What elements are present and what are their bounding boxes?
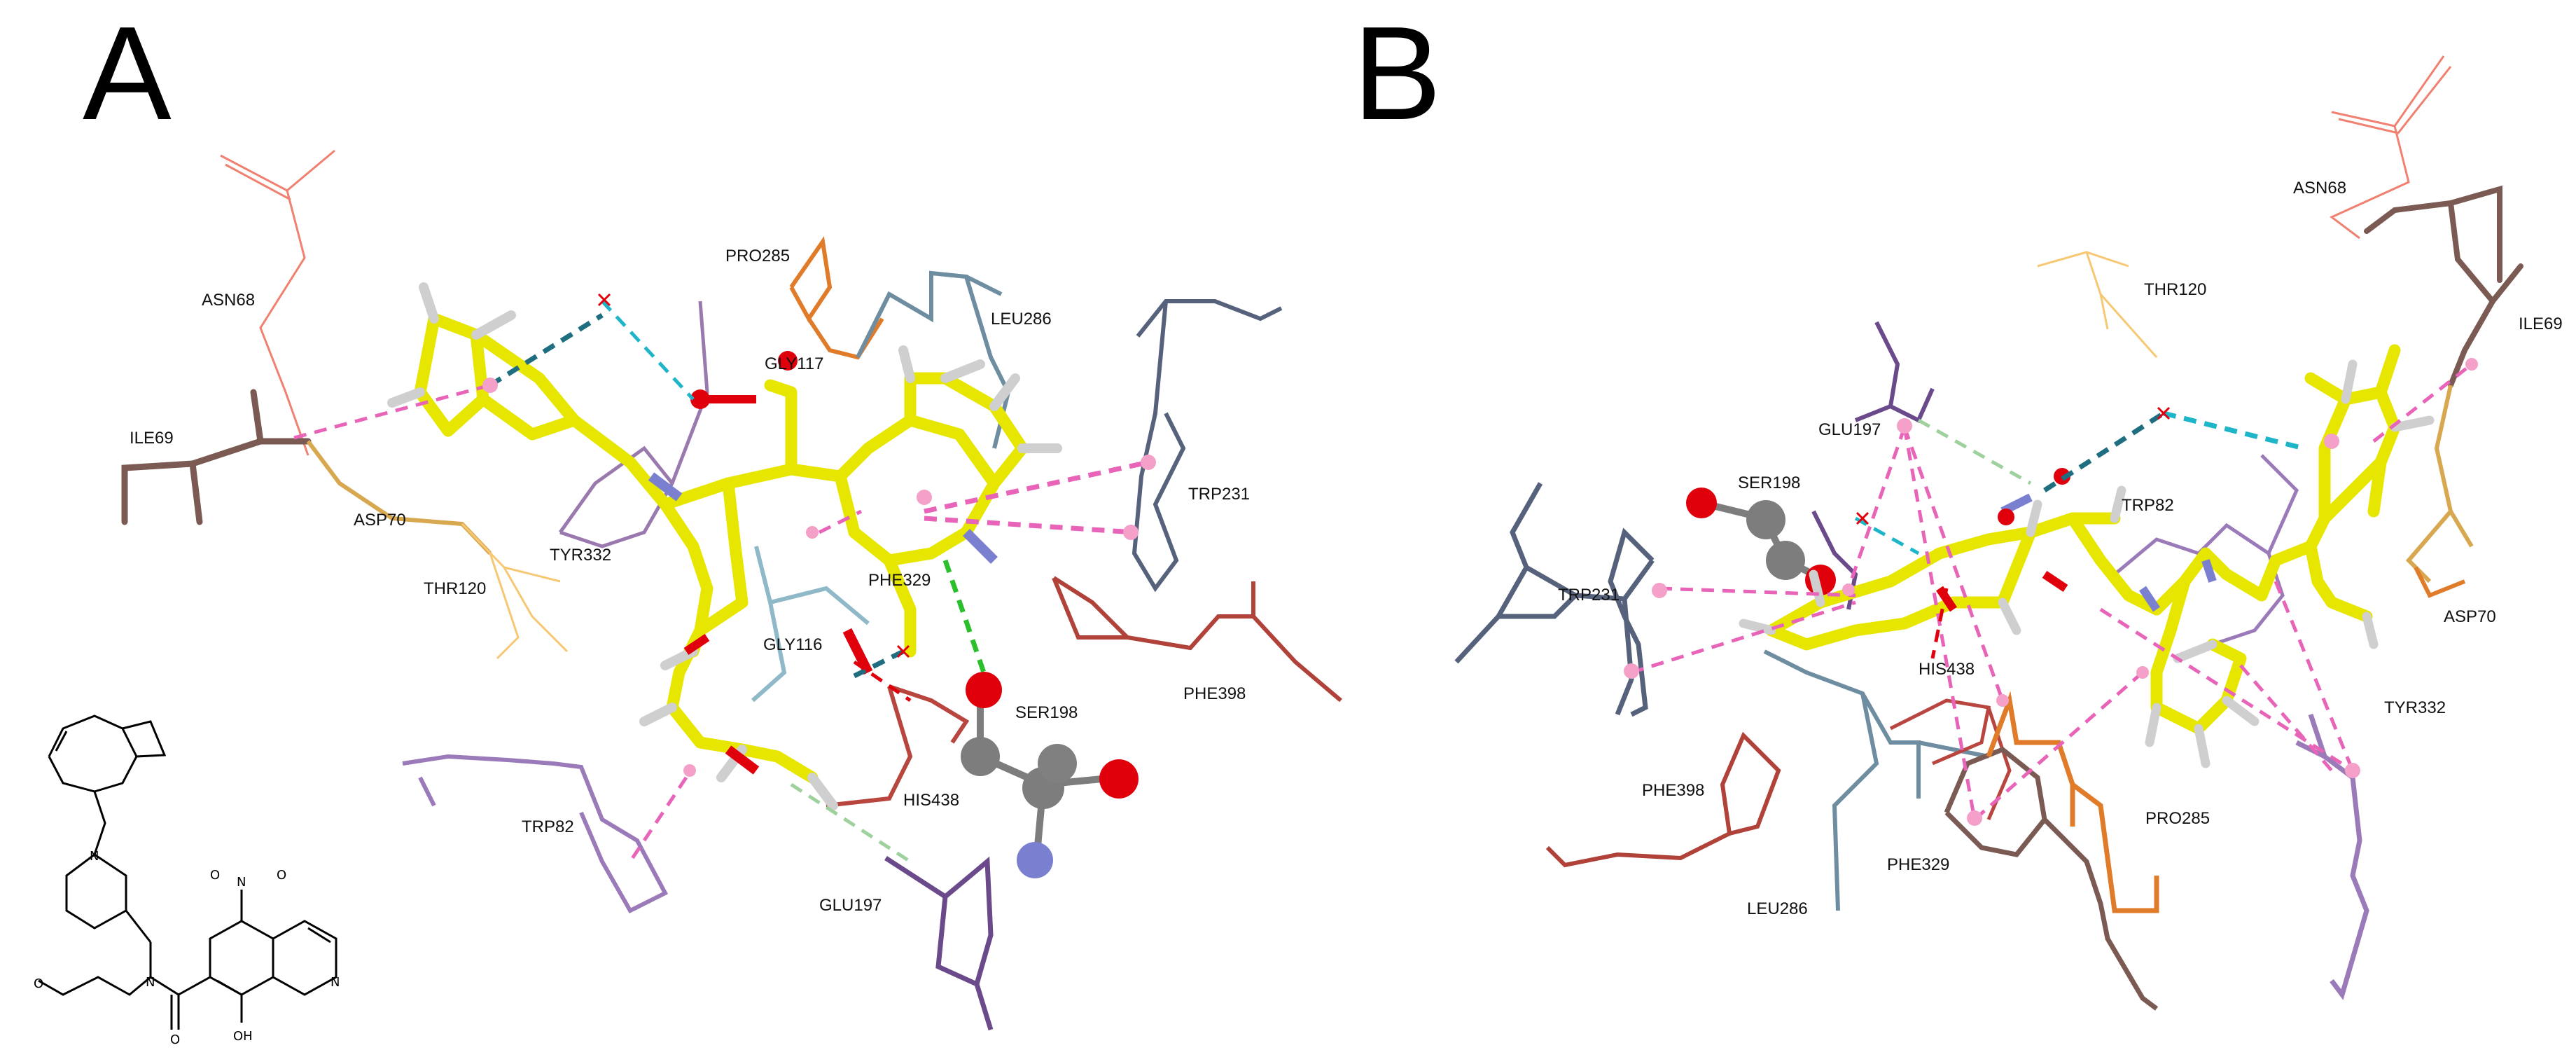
atom-label-o-carbonyl: O <box>170 1032 180 1047</box>
ligand-heteroatoms-a <box>648 351 998 775</box>
residue-labels-a: ASN68 ILE69 ASP70 THR120 TYR332 PRO285 L… <box>130 247 1250 915</box>
label-gly117-a: GLY117 <box>765 354 824 373</box>
residue-trp231-b <box>1454 482 1655 717</box>
water-markers-b <box>1856 406 2171 525</box>
residue-tyr332-a <box>558 300 709 548</box>
panel-a-letter: A <box>83 0 172 148</box>
residue-trp231-a <box>1132 299 1283 593</box>
label-ser198-a: SER198 <box>1015 703 1078 722</box>
label-phe398-a: PHE398 <box>1183 684 1246 703</box>
ser198-oxygen-b <box>1686 488 1717 518</box>
panel-a: A <box>83 0 1342 1031</box>
label-ile69-a: ILE69 <box>130 429 174 448</box>
label-pro285-a: PRO285 <box>725 247 790 265</box>
residue-his438-a <box>826 684 970 808</box>
panel-b: B <box>1353 0 2563 1011</box>
residue-phe398-a <box>1052 576 1342 703</box>
ligand-hydrogens-b <box>1739 359 2435 768</box>
ligand-hydrogens-a <box>387 282 1062 810</box>
residue-tyr332-b <box>2295 713 2369 1000</box>
label-ser198-b: SER198 <box>1738 474 1800 492</box>
atom-label-o-nitro-2: O <box>210 868 220 883</box>
residue-glu197-a <box>884 856 994 1031</box>
ligand-b <box>1765 344 2401 735</box>
label-thr120-a: THR120 <box>424 579 486 598</box>
label-asn68-b: ASN68 <box>2293 179 2346 198</box>
residue-ile69-a <box>121 389 312 525</box>
pi-centroids-a <box>482 378 1156 777</box>
residue-asp70-b-oxygen <box>2414 566 2466 598</box>
residue-leu286-b <box>1763 649 1989 911</box>
label-his438-b: HIS438 <box>1919 660 1975 679</box>
residue-asn68-b <box>2330 55 2452 240</box>
label-phe329-a: PHE329 <box>868 571 931 590</box>
atom-label-oh: OH <box>233 1029 253 1044</box>
residue-ile69-b <box>2364 185 2523 388</box>
label-leu286-a: LEU286 <box>991 310 1052 329</box>
structure-2d <box>38 714 337 1030</box>
label-pro285-b: PRO285 <box>2145 809 2210 828</box>
water-markers-a <box>597 293 910 658</box>
label-trp231-a: TRP231 <box>1188 485 1250 504</box>
atom-label-n-quinoline: N <box>330 975 340 990</box>
residue-asp70-a <box>306 440 492 555</box>
label-gly116-a: GLY116 <box>763 635 823 654</box>
pi-centroids-b <box>1624 358 2478 826</box>
label-glu197-a: GLU197 <box>819 896 882 915</box>
residue-thr120-b <box>2037 251 2158 358</box>
interactions-b <box>1631 363 2473 821</box>
ser198-oxygen-a <box>966 672 1002 708</box>
label-ile69-b: ILE69 <box>2519 315 2563 333</box>
label-asp70-a: ASP70 <box>354 511 406 530</box>
ser198-nitrogen-a <box>1017 842 1053 878</box>
label-phe398-b: PHE398 <box>1642 781 1704 800</box>
residue-glu197-b <box>1854 321 1935 424</box>
interactions-a <box>293 300 1149 864</box>
atom-label-o-ether: O <box>34 976 43 991</box>
ligand-oxygen-1-b <box>1998 509 2014 525</box>
label-phe329-b: PHE329 <box>1887 855 1949 874</box>
residue-labels-b: ASN68 THR120 ILE69 GLU197 SER198 TRP82 T… <box>1558 179 2563 918</box>
residue-asp70-b <box>2405 385 2474 583</box>
ligand-oxygen-1-a <box>778 351 798 371</box>
panel-b-letter: B <box>1353 0 1442 148</box>
residue-ser198-a <box>961 672 1139 878</box>
residue-asn68-a <box>220 149 335 456</box>
label-asp70-b: ASP70 <box>2444 607 2496 626</box>
label-trp82-a: TRP82 <box>522 817 574 836</box>
residue-phe329-b <box>1944 746 2159 1011</box>
ligand-a <box>414 312 1029 784</box>
structure-2d-labels: N N O O N O O OH N <box>34 849 340 1047</box>
atom-label-o-nitro: O <box>277 868 286 883</box>
residue-phe398-b <box>1545 731 1781 868</box>
atom-label-n1: N <box>90 849 99 864</box>
ser198-oxygen2-a <box>1099 759 1139 799</box>
residue-pro285-b <box>1986 691 2159 913</box>
label-trp231-b: TRP231 <box>1558 586 1620 604</box>
label-tyr332-a: TYR332 <box>550 546 611 565</box>
residue-pro285-a <box>789 236 884 360</box>
label-thr120-b: THR120 <box>2144 280 2206 299</box>
label-tyr332-b: TYR332 <box>2384 698 2446 717</box>
label-leu286-b: LEU286 <box>1747 899 1808 918</box>
residue-trp82-a <box>402 754 669 913</box>
residue-trp82-b <box>2113 454 2299 647</box>
residue-gly116-a <box>751 546 870 703</box>
residue-thr120-a <box>461 523 569 660</box>
atom-label-n-amide: N <box>146 975 155 990</box>
label-asn68-a: ASN68 <box>202 291 255 310</box>
label-his438-a: HIS438 <box>903 791 959 810</box>
ligand-oxygen-2-a <box>690 389 710 409</box>
label-trp82-b: TRP82 <box>2122 496 2174 515</box>
atom-label-n-nitro: N <box>237 875 246 890</box>
label-glu197-b: GLU197 <box>1818 420 1881 439</box>
